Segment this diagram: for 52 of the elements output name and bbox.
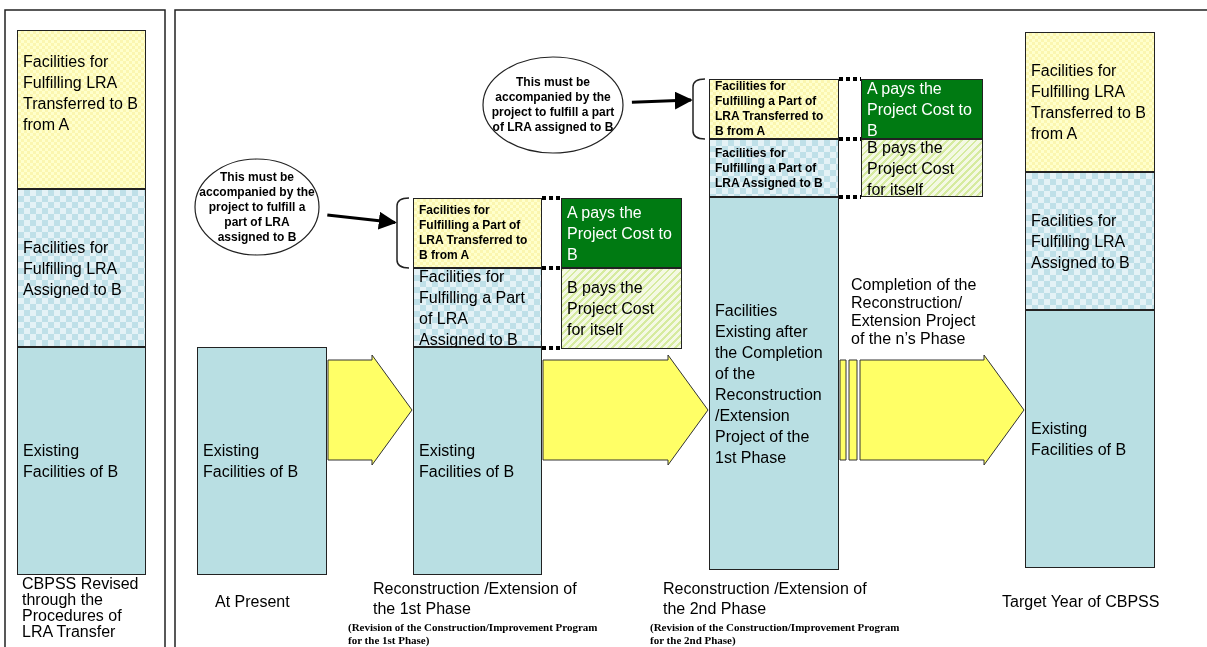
column-caption: CBPSS Revised through the Procedures of LRA Transfer [22,576,140,640]
block-arrow [839,354,1025,466]
segment-label: Existing Facilities of B [22,441,120,482]
segment-label: Facilities for Fulfilling a Part of LRA Assigned to B [418,266,526,350]
column-caption: At Present [215,592,291,612]
bar-segment [709,139,839,197]
bar-segment [17,189,146,347]
dotted-line [839,195,861,199]
callout-ellipse [194,158,320,256]
segment-label: Facilities for Fulfilling a Part of LRA Transferred to B from A [714,79,825,139]
arrow [327,211,397,230]
dotted-line [542,196,561,200]
bar-segment [413,268,542,347]
column-caption: Reconstruction /Extension of the 1st Phase [373,579,578,619]
bar-segment [413,198,542,268]
segment-label: Facilities Existing after the Completion of the Reconstruction /Extension Project of the 1st Phase [714,300,824,468]
column-caption: Target Year of CBPSS [1002,592,1161,612]
cost-box [861,79,983,139]
segment-label: Facilities for Fulfilling LRA Transferred to B from A [1030,61,1147,144]
note-text: (Revision of the Construction/Improvement Program for the 1st Phase) [348,621,599,647]
bar-segment [1025,172,1155,310]
cost-box [561,268,682,349]
segment-label: Existing Facilities of B [202,441,300,482]
callout-text: This must be accompanied by the project to fulfill a part of LRA assigned to B [198,169,316,245]
block-arrow [327,354,413,466]
segment-label: Facilities for Fulfilling a Part of LRA Transferred to B from A [418,203,529,263]
dotted-line [542,266,561,270]
note-text: (Revision of the Construction/Improvement Program for the 2nd Phase) [650,621,901,647]
dotted-line [839,77,861,81]
segment-label: Facilities for Fulfilling LRA Assigned to B [1030,210,1131,273]
bar-segment [17,347,146,575]
bar-segment [17,30,146,189]
cost-box [861,139,983,197]
segment-label: B pays the Project Cost for itself [566,278,656,340]
segment-label: Existing Facilities of B [418,441,516,482]
bar-segment [1025,32,1155,172]
callout-ellipse [482,56,624,154]
segment-label: Facilities for Fulfilling LRA Assigned to B [22,237,123,300]
block-arrow [542,354,709,466]
segment-label: Facilities for Fulfilling a Part of LRA Assigned to B [714,145,824,191]
bar-segment [1025,310,1155,568]
column-caption: Reconstruction /Extension of the 2nd Phase [663,579,868,619]
bar-segment [413,347,542,575]
bar-segment [197,347,327,575]
bar-segment [709,197,839,570]
segment-label: Facilities for Fulfilling LRA Transferred to B from A [22,52,139,135]
segment-label: A pays the Project Cost to B [566,202,673,265]
arrow [631,91,693,110]
segment-label: Existing Facilities of B [1030,419,1128,460]
callout-text: This must be accompanied by the project to fulfill a part of LRA assigned to B [490,75,616,135]
dotted-line [542,346,561,350]
cost-box [561,198,682,268]
